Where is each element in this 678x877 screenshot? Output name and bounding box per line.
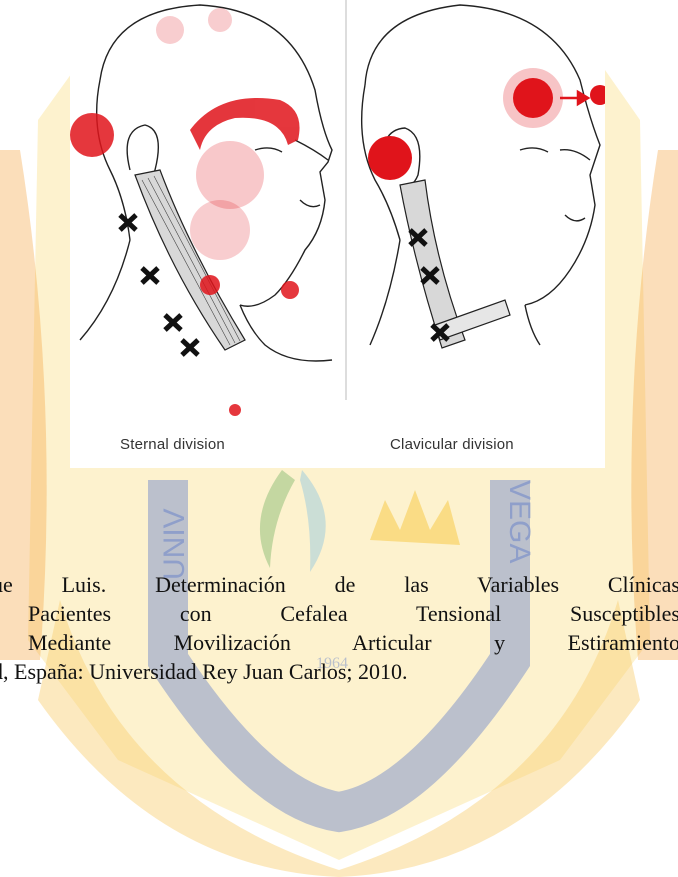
- citation-block: ue Luis. Determinación de las Variables …: [0, 570, 678, 686]
- citation-line-1: ue Luis. Determinación de las Variables …: [0, 570, 678, 599]
- citation-line-2: Pacientes con Cefalea Tensional Suscepti…: [0, 599, 678, 628]
- citation-line-4: d, España: Universidad Rey Juan Carlos; …: [0, 657, 678, 686]
- clavicular-pain-zone: [368, 68, 605, 180]
- sternal-division-caption: Sternal division: [120, 436, 225, 453]
- watermark-letters-right: VEGA: [503, 480, 536, 563]
- trigger-point-figure: Sternal division Clavicular division: [70, 0, 605, 468]
- citation-line-3: Mediante Movilización Articular y Estira…: [0, 628, 678, 657]
- clavicular-division-caption: Clavicular division: [390, 436, 514, 453]
